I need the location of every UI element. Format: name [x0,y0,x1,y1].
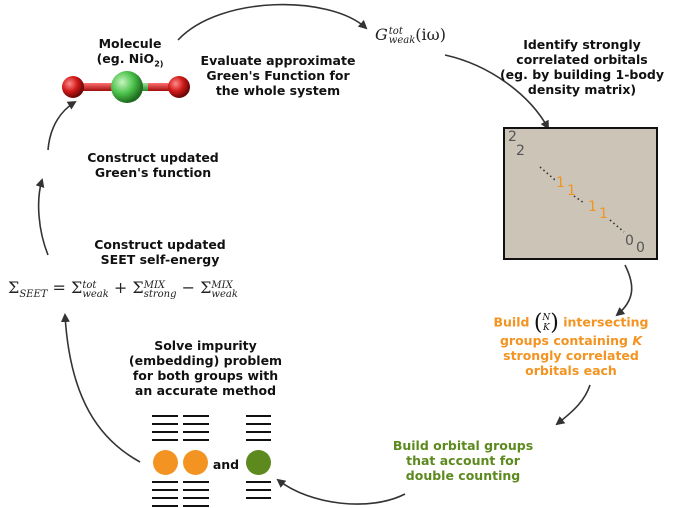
arrow-g-to-matrix [444,54,549,130]
seet-lhs: Σ [8,278,20,297]
arrow-groups-to-solve [276,478,406,505]
groups-containing: groups containing [499,333,628,348]
matrix-entry-1b: 1 [567,183,576,199]
build-intersecting-line-2: groups containing K [476,333,666,348]
build-intersecting-line-3: strongly correlated [503,348,639,363]
identify-line-3: (eg. by building 1-body [499,67,665,82]
self-energy-line-1: Construct updated [94,237,226,252]
solve-line-3: for both groups with [132,368,279,383]
molecule-label: Molecule (eg. NiO2) [70,36,190,72]
seet-op2: − [176,278,201,297]
molecule-example-text: (eg. NiO [96,51,155,66]
seet-lhs-sub: SEET [19,289,48,301]
matrix-entry-1d: 1 [599,206,608,222]
g-sub: weak [388,35,416,46]
arrow-build-to-groups [555,384,591,426]
orange-orbital-left [153,450,178,475]
seet-t3-sup: MIX [211,280,233,291]
binom-bottom: K [542,323,550,333]
evaluate-line-3: the whole system [215,83,341,98]
g-sup: tot [388,26,403,37]
build-intersecting-line-4: orbitals each [525,363,617,378]
matrix-entry-0b: 0 [636,240,645,256]
g-arg: (iω) [415,25,446,44]
seet-t1-sup: tot [82,280,97,291]
seet-op1: + [108,278,133,297]
solve-step: Solve impurity (embedding) problem for b… [118,338,293,398]
molecule-title: Molecule [98,36,162,51]
seet-t3-sub: weak [211,289,238,300]
identify-line-4: density matrix) [527,82,637,97]
matrix-entry-2a: 2 [508,129,517,145]
matrix-entry-0a: 0 [625,233,634,249]
orbital-groups-line-1: Build orbital groups [392,438,534,453]
seet-t2-sub: strong [143,289,177,300]
build-orbital-groups-step: Build orbital groups that account for do… [378,438,548,483]
build-prefix: Build [493,314,530,330]
solve-line-2: (embedding) problem [128,353,283,368]
and-label: and [212,457,240,472]
build-suffix: intersecting [563,314,649,330]
orbital-groups-line-3: double counting [405,468,521,483]
orange-orbital-right [183,450,208,475]
density-matrix [503,127,658,260]
matrix-entry-1c: 1 [588,199,597,215]
arrow-selfenergy-to-green [35,178,49,256]
seet-t2: Σ [132,278,144,297]
evaluate-step: Evaluate approximate Green's Function fo… [188,53,368,98]
seet-t3: Σ [200,278,212,297]
green-line-2: Green's function [94,165,212,180]
binom-top: N [542,313,551,323]
seet-eq: = [47,278,72,297]
evaluate-line-2: Green's Function for [206,68,350,83]
arrow-evaluate-to-g [177,3,368,41]
construct-self-energy-step: Construct updated SEET self-energy [80,237,240,267]
identify-line-1: Identify strongly [523,37,641,52]
green-line-1: Construct updated [87,150,219,165]
self-energy-line-2: SEET self-energy [100,252,220,267]
arrow-matrix-to-build [615,264,633,317]
solve-line-4: an accurate method [134,383,277,398]
molecule-example-sub: 2) [154,59,164,69]
matrix-entry-1a: 1 [556,175,565,191]
green-orbital [246,450,271,475]
g-symbol: G [375,25,388,44]
arrow-solve-to-selfenergy [60,313,141,463]
molecule-example: (eg. NiO2) [70,51,190,72]
seet-t1: Σ [71,278,83,297]
seet-t1-sub: weak [82,289,109,300]
seet-t2-sup: MIX [143,280,166,291]
arrow-green-to-molecule [47,100,77,151]
evaluate-line-1: Evaluate approximate [200,53,356,68]
solve-line-1: Solve impurity [154,338,257,353]
orbital-groups-line-2: that account for [406,453,520,468]
construct-green-step: Construct updated Green's function [68,150,238,180]
identify-step: Identify strongly correlated orbitals (e… [492,37,672,97]
matrix-entry-2b: 2 [516,143,525,159]
k-variable: K [632,333,642,348]
identify-line-2: correlated orbitals [516,52,648,67]
